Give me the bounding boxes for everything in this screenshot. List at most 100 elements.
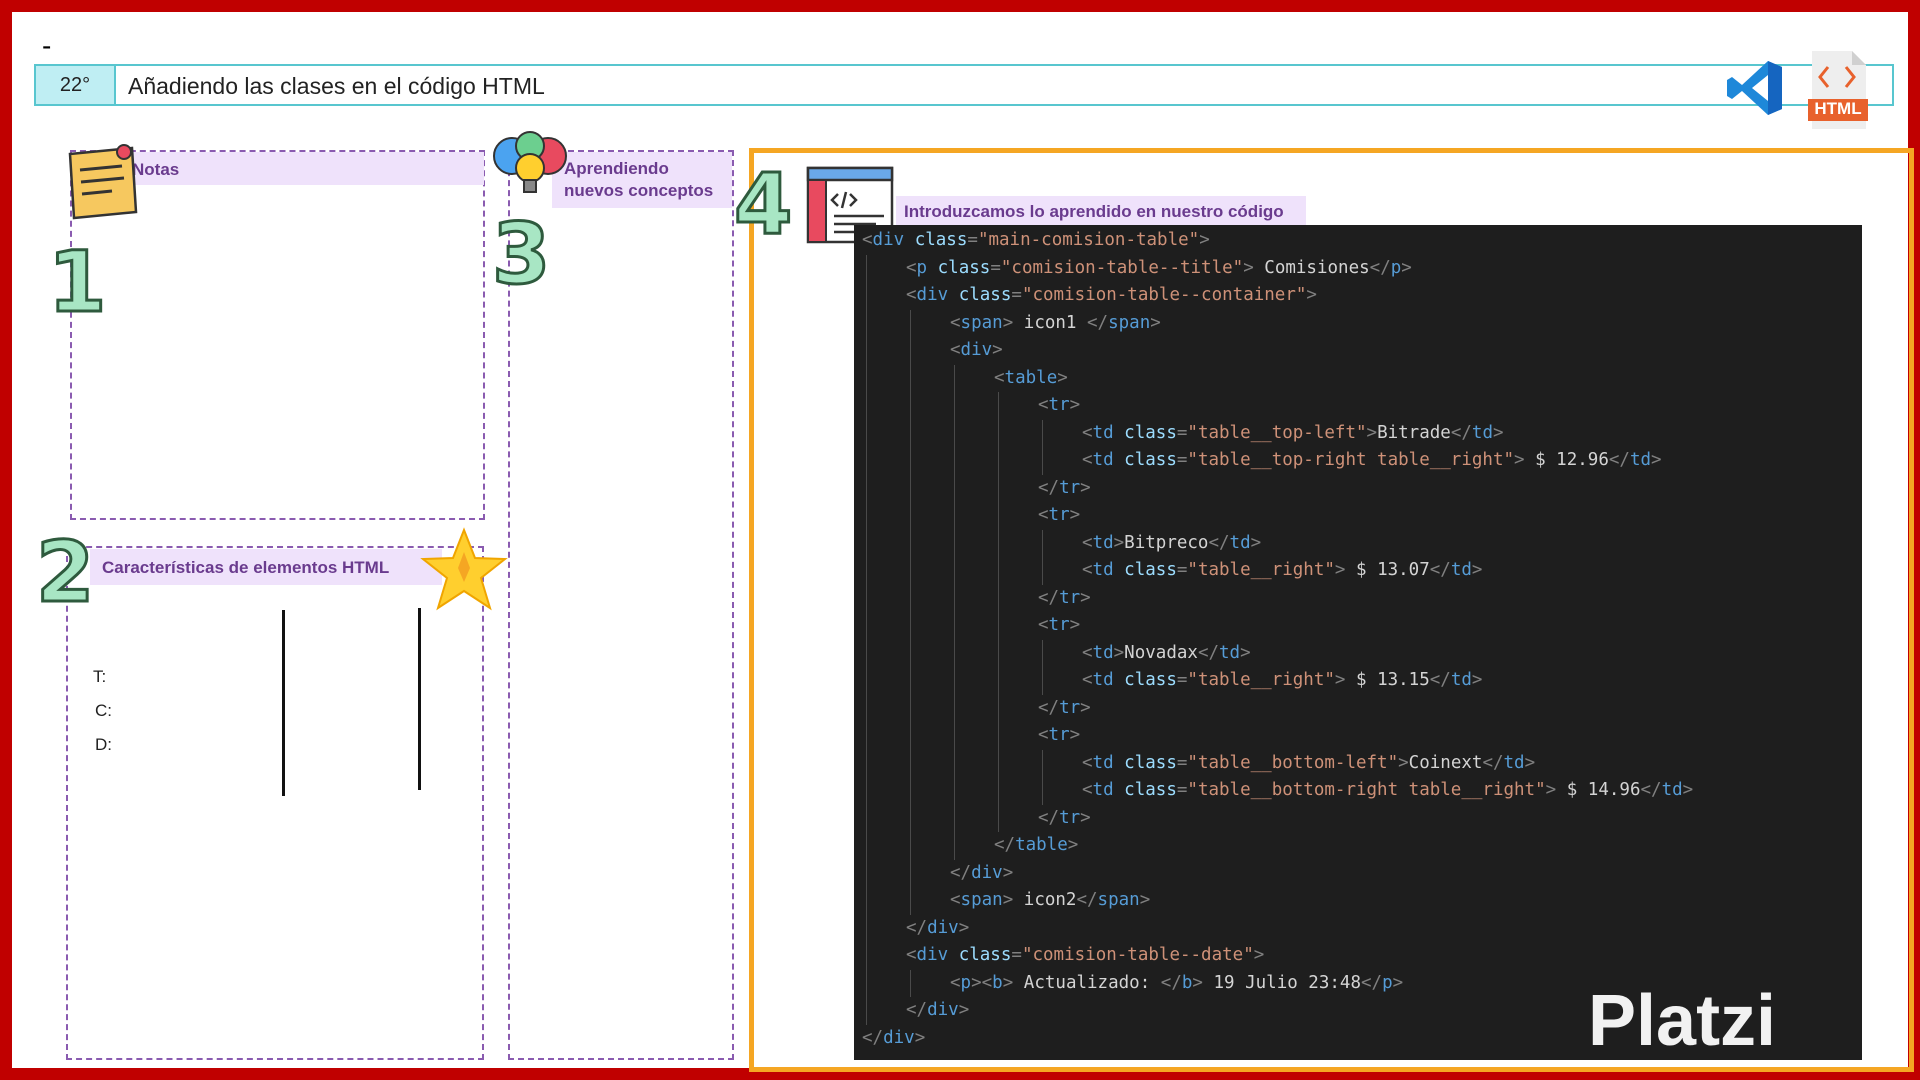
code-token: "comision-table--title" (1000, 257, 1244, 278)
code-line: <div class="comision-table--date"> (906, 942, 1264, 969)
top-dash: - (42, 30, 52, 61)
code-token: "table__top-right table__right" (1187, 450, 1515, 470)
code-token: p (1390, 257, 1402, 278)
code-token: > (1240, 642, 1251, 663)
concepts-label-line2: nuevos conceptos (564, 181, 714, 200)
code-token: td (1219, 642, 1241, 663)
brain-lightbulb-icon (493, 131, 567, 193)
indent-guide (954, 364, 955, 860)
code-token: div (872, 230, 905, 250)
code-token: > (958, 917, 970, 938)
code-token: = (1011, 285, 1022, 305)
notes-panel (70, 150, 485, 520)
code-token: </ (1608, 450, 1630, 470)
code-token (948, 945, 959, 965)
code-line: <span> icon2</span> (950, 887, 1150, 914)
section-number-1: 1 (46, 233, 107, 331)
code-token: > (1139, 890, 1151, 910)
code-token (1114, 450, 1125, 470)
code-token: table (1015, 835, 1068, 855)
code-token: </ (1640, 780, 1662, 800)
code-token: $ 12.96 (1524, 450, 1609, 470)
code-token: p (916, 257, 928, 278)
code-token: tr (1048, 615, 1070, 635)
code-token (1114, 560, 1125, 580)
code-token: > (992, 340, 1003, 360)
features-d-label: D: (95, 735, 112, 754)
code-token: > (1069, 505, 1081, 525)
code-token: < (1082, 642, 1093, 663)
code-token: > (1057, 367, 1068, 388)
code-token: > (1493, 422, 1504, 443)
code-token: span (960, 890, 1003, 910)
code-token: icon1 (1013, 312, 1088, 333)
code-token: < (1038, 615, 1049, 635)
code-token: icon2 (1013, 890, 1077, 910)
code-token: < (994, 367, 1005, 388)
code-line: <td class="table__right"> $ 13.15</td> (1082, 667, 1482, 694)
code-token: = (967, 230, 978, 250)
code-token: > (1306, 285, 1317, 305)
code-token: >< (971, 972, 993, 993)
lesson-title: Añadiendo las clases en el código HTML (128, 73, 545, 99)
code-token: tr (1048, 725, 1070, 745)
code-line: <tr> (1038, 502, 1080, 529)
code-token: class (1124, 422, 1177, 443)
code-line: <tr> (1038, 612, 1080, 639)
code-section-box (749, 148, 1914, 1072)
code-token: class (1124, 780, 1177, 800)
code-token: > (1682, 780, 1694, 800)
indent-guide (1042, 419, 1043, 475)
code-token: "comision-table--date" (1021, 945, 1254, 965)
code-token: Novadax (1124, 642, 1198, 663)
code-token (1114, 780, 1125, 800)
code-token: div (960, 340, 993, 360)
code-token: > (1113, 532, 1125, 553)
code-token: class (1124, 670, 1177, 690)
code-token: > (1651, 450, 1662, 470)
code-token: > (1080, 477, 1091, 498)
code-token: > (1080, 587, 1091, 608)
code-token: class (1124, 752, 1177, 773)
code-token: td (1229, 532, 1251, 553)
code-token: > (1002, 972, 1014, 993)
code-token: < (1082, 560, 1093, 580)
code-token: </ (1076, 890, 1098, 910)
code-token: class (958, 285, 1012, 305)
features-divider-1 (282, 610, 285, 796)
code-line: <tr> (1038, 722, 1080, 749)
code-token: = (1176, 450, 1188, 470)
code-token: "table__right" (1187, 670, 1335, 690)
code-token: </ (1038, 807, 1060, 828)
code-token: span (1108, 312, 1151, 333)
code-token: class (1124, 450, 1177, 470)
code-token: td (1092, 422, 1114, 443)
code-token: td (1092, 780, 1114, 800)
code-token: td (1471, 422, 1493, 443)
code-token: td (1503, 752, 1525, 773)
code-token: class (1124, 560, 1177, 580)
code-token: </ (994, 835, 1016, 855)
code-token: < (906, 285, 917, 305)
code-token: </ (1361, 972, 1383, 993)
indent-guide (910, 309, 911, 915)
code-token: </ (1087, 312, 1109, 333)
features-label: Características de elementos HTML (102, 558, 390, 577)
code-token: td (1092, 532, 1114, 553)
indent-guide (866, 254, 867, 1025)
code-token: table (1004, 367, 1058, 388)
code-token: < (950, 312, 961, 333)
section-number-4: 4 (732, 155, 793, 253)
code-line: <td class="table__top-right table__right… (1082, 447, 1662, 474)
code-line: <td class="table__top-left">Bitrade</td> (1082, 420, 1504, 447)
code-token: Bitrade (1377, 422, 1451, 443)
code-token: > (1514, 450, 1525, 470)
code-token: < (950, 340, 961, 360)
code-line: </div> (862, 1025, 925, 1052)
indent-guide (1042, 749, 1043, 805)
code-token: "comision-table--container" (1021, 285, 1307, 305)
star-icon (420, 527, 508, 611)
code-token: div (927, 917, 959, 938)
code-token: Comisiones (1253, 257, 1370, 278)
code-token: p (1382, 972, 1393, 993)
